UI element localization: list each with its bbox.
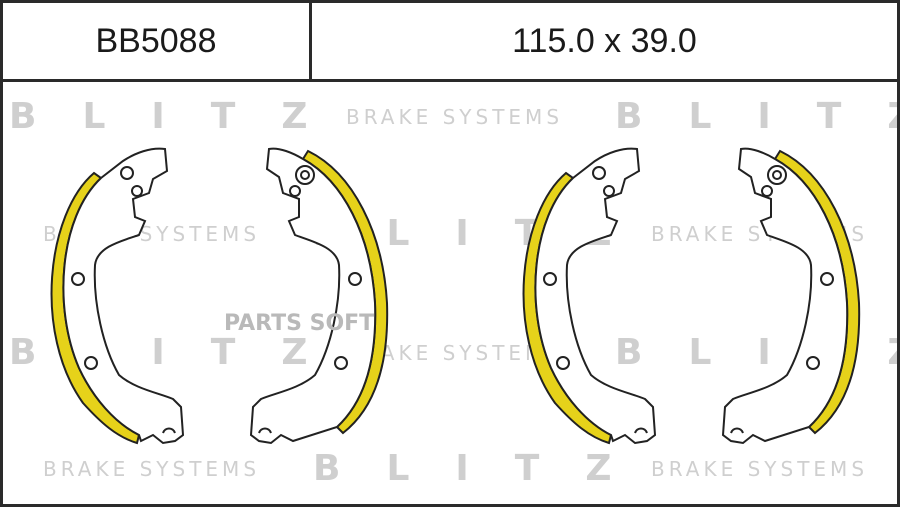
watermark-site: PARTS SOFT <box>224 311 375 336</box>
watermark-brand: BLITZ <box>9 96 354 137</box>
dimensions-label: 115.0 x 39.0 <box>512 21 697 60</box>
watermark-brand: BLITZ <box>313 448 658 489</box>
watermark-subtitle: BRAKE SYSTEMS <box>346 341 564 365</box>
brake-shoe-right <box>250 147 389 444</box>
brake-shoe-left <box>50 147 184 444</box>
watermark-subtitle: BRAKE SYSTEMS <box>43 457 261 481</box>
watermark-subtitle: BRAKE SYSTEMS <box>346 105 564 129</box>
shoe-pair-2 <box>522 147 861 444</box>
part-number: BB5088 <box>3 3 312 79</box>
shoe-pair-1 <box>50 147 389 444</box>
watermark-brand: BLITZ <box>615 96 897 137</box>
brake-shoes-drawing <box>50 147 861 444</box>
brake-shoe-left <box>522 147 656 444</box>
watermark-subtitle: BRAKE SYSTEMS <box>651 457 869 481</box>
brake-shoe-right <box>722 147 861 444</box>
spec-header: BB5088 115.0 x 39.0 <box>3 3 897 82</box>
